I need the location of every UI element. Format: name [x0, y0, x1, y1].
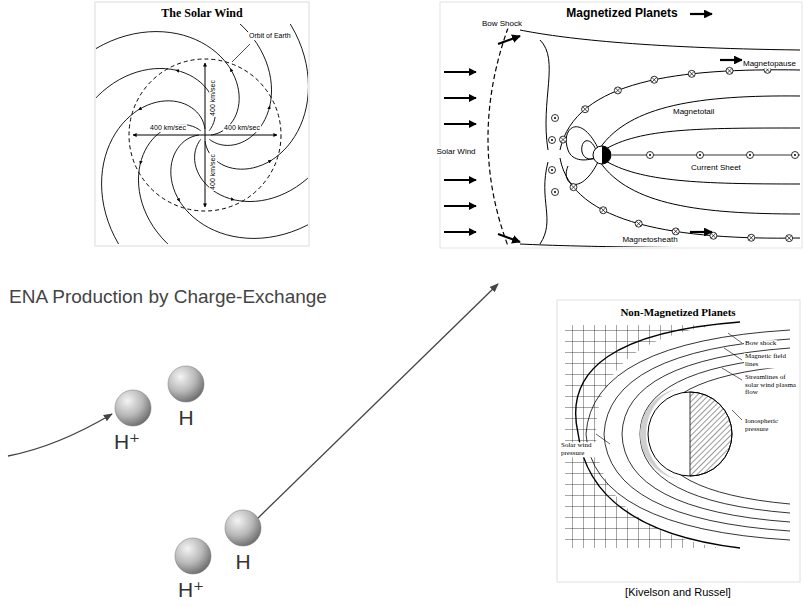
- current-into-page: [688, 70, 695, 77]
- current-symbols: [549, 66, 799, 241]
- wind-arrow: [444, 71, 476, 73]
- ena-path: [258, 284, 498, 518]
- particle-label: H: [235, 551, 250, 572]
- spiral-arm: [195, 139, 235, 200]
- current-into-page: [710, 232, 717, 239]
- bow-shock: [576, 322, 740, 548]
- sphere: [174, 537, 212, 575]
- current-sheet-label: Current Sheet: [690, 164, 742, 173]
- particle: H: [167, 365, 205, 403]
- incoming-ion-path: [8, 414, 112, 456]
- wind-arrow: [444, 97, 476, 99]
- current-into-page: [600, 207, 607, 214]
- current-out-of-page: [552, 115, 559, 122]
- panel-title: Non-Magnetized Planets: [619, 306, 736, 318]
- planet: [648, 392, 732, 476]
- panel-frame: [440, 2, 802, 248]
- spiral-arm: [180, 201, 308, 238]
- current-into-page: [748, 234, 755, 241]
- planet-night-side: [690, 392, 732, 476]
- speed-label: 400 km/sec: [223, 124, 261, 132]
- leader-line: [232, 44, 250, 62]
- panel-frame: [557, 300, 800, 582]
- particle-label: H: [178, 407, 193, 428]
- current-into-page: [635, 220, 642, 227]
- magnetosheath-label: Magnetosheath: [621, 236, 678, 245]
- callout-label: Ionospheric pressure: [744, 418, 796, 433]
- citation: [Kivelson and Russel]: [624, 586, 732, 598]
- magnetotail-label: Magnetotail: [672, 108, 715, 117]
- current-into-page: [614, 87, 621, 94]
- particle-label: H⁺: [114, 431, 140, 452]
- current-out-of-page: [549, 137, 556, 144]
- spiral-arm: [96, 68, 176, 159]
- current-out-of-page: [552, 189, 559, 196]
- spiral-arm: [209, 106, 270, 146]
- section-heading: ENA Production by Charge-Exchange: [8, 287, 328, 308]
- current-into-page: [786, 235, 793, 242]
- speed-label: 400 km/sec: [209, 153, 217, 191]
- current-into-page: [651, 76, 658, 83]
- leader-lines: [596, 333, 742, 444]
- orbit-label: Orbit of Earth: [248, 32, 292, 40]
- magnetopause-label: Magnetopause: [742, 60, 797, 69]
- particle-label: H⁺: [178, 579, 204, 600]
- current-into-page: [672, 228, 679, 235]
- spiral-arm: [271, 24, 308, 160]
- callout-label: Bow shock: [744, 340, 777, 348]
- sphere: [114, 389, 152, 427]
- wind-arrow: [444, 179, 476, 181]
- particle: H⁺: [114, 389, 152, 427]
- current-out-of-page: [697, 152, 704, 159]
- radial-arrows: [133, 63, 277, 207]
- callout-label: Streamlines of solar wind plasma flow: [744, 374, 798, 397]
- speed-label: 400 km/sec: [209, 79, 217, 117]
- spiral-arm: [171, 135, 199, 201]
- planet: [593, 146, 611, 164]
- current-into-page: [570, 184, 577, 191]
- spiral-arm: [102, 110, 139, 244]
- callout-label: Magnetic field lines: [744, 353, 796, 368]
- parker-spiral: [96, 24, 308, 244]
- solar-wind-label: Solar Wind: [435, 148, 476, 157]
- earth-orbit: [129, 59, 281, 211]
- particle: H⁺: [174, 537, 212, 575]
- current-out-of-page: [549, 167, 556, 174]
- current-into-page: [726, 67, 733, 74]
- speed-label: 400 km/sec: [149, 124, 187, 132]
- particle: H: [224, 509, 262, 547]
- current-out-of-page: [792, 152, 799, 159]
- sphere: [167, 365, 205, 403]
- callout-label: Solar wind pressure: [560, 442, 602, 457]
- current-out-of-page: [747, 152, 754, 159]
- magnetosphere: [488, 28, 800, 247]
- current-out-of-page: [647, 152, 654, 159]
- wind-arrow: [444, 123, 476, 125]
- panel-frame: [95, 2, 309, 246]
- current-into-page: [560, 136, 567, 143]
- panel-title: Magnetized Planets: [565, 7, 678, 20]
- bow-shock-label: Bow Shock: [481, 20, 523, 29]
- planet-night-side: [602, 146, 611, 164]
- panel-title: The Solar Wind: [160, 7, 243, 20]
- spiral-arm: [140, 125, 201, 165]
- flow-arrows: [498, 14, 742, 242]
- wind-arrow: [444, 231, 476, 233]
- wind-arrow: [444, 205, 476, 207]
- sphere: [224, 509, 262, 547]
- spiral-arm: [96, 32, 230, 69]
- current-into-page: [582, 106, 589, 113]
